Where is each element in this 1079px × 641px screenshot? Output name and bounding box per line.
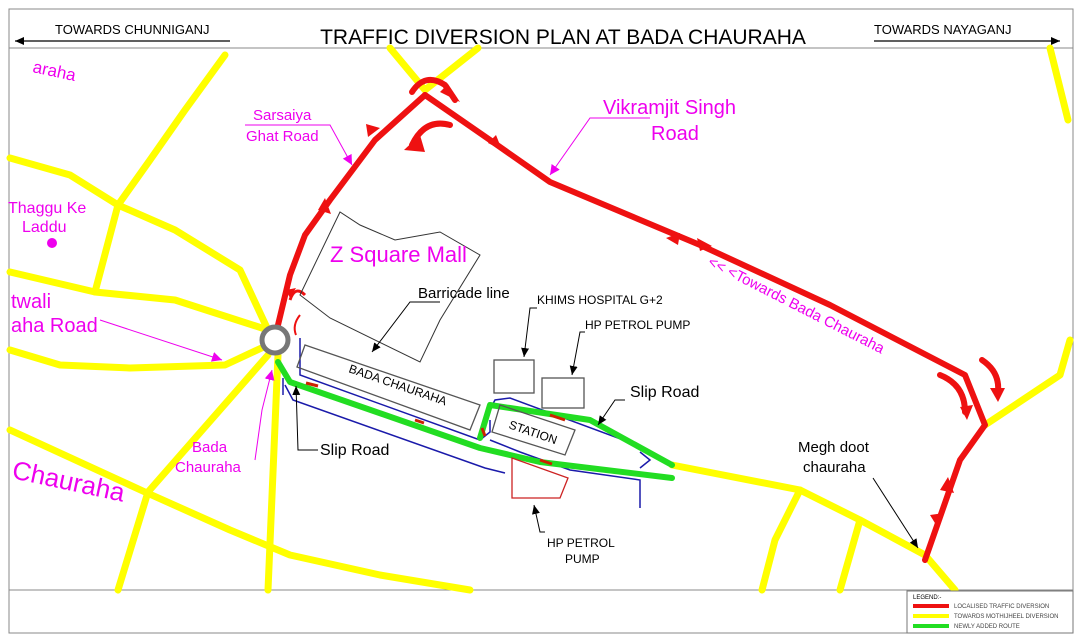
yellow-road-e-branch2 bbox=[836, 516, 864, 594]
direction-left-label: TOWARDS CHUNNIGANJ bbox=[55, 22, 210, 37]
red-arrow bbox=[488, 135, 502, 150]
red-arrow-mall-2 bbox=[293, 314, 301, 336]
slip-road-left-leader bbox=[292, 385, 318, 451]
leader-lines bbox=[99, 117, 919, 549]
thaggu-ke-laddu-label: Thaggu Ke bbox=[8, 200, 86, 217]
green-route-red-markers bbox=[305, 381, 566, 466]
sarsaiya-road-label-2: Ghat Road bbox=[246, 128, 319, 145]
vikramjit-road-label-2: Road bbox=[651, 123, 699, 145]
header: TOWARDS CHUNNIGANJ TRAFFIC DIVERSION PLA… bbox=[15, 22, 1060, 49]
red-arrow bbox=[940, 477, 954, 493]
yellow-road-w-lower bbox=[6, 341, 272, 372]
legend-title: LEGEND:- bbox=[913, 595, 941, 601]
direction-right-label: TOWARDS NAYAGANJ bbox=[874, 22, 1011, 37]
red-arrow bbox=[440, 84, 460, 102]
red-route-sarsaiya bbox=[275, 92, 428, 328]
station-block bbox=[491, 404, 576, 456]
yellow-road-bada-south bbox=[114, 351, 272, 594]
green-new-route bbox=[275, 359, 675, 481]
yellow-diversion-roads bbox=[6, 44, 1074, 594]
hp-petrol-pump-top-block bbox=[541, 377, 585, 409]
slip-road-left-label: Slip Road bbox=[320, 442, 389, 459]
thaggu-ke-laddu-label-2: Laddu bbox=[22, 219, 67, 236]
red-localised-diversion bbox=[275, 76, 1002, 563]
yellow-road-nw bbox=[91, 51, 229, 296]
yellow-road-sw bbox=[6, 426, 474, 594]
hp-petrol-pump-bottom-label: HP PETROL bbox=[547, 536, 615, 550]
red-arrow bbox=[404, 135, 425, 152]
vikramjit-leader bbox=[549, 117, 650, 176]
red-arrow bbox=[930, 513, 944, 528]
khims-hospital-block bbox=[493, 359, 535, 394]
slip-road-right-label: Slip Road bbox=[630, 384, 699, 401]
red-arrow bbox=[960, 405, 973, 420]
page-title: TRAFFIC DIVERSION PLAN AT BADA CHAURAHA bbox=[320, 26, 806, 49]
legend-swatch-green bbox=[913, 624, 949, 628]
red-arrow bbox=[990, 388, 1005, 402]
red-arrow bbox=[366, 124, 380, 137]
barricade-leader bbox=[371, 301, 440, 353]
yellow-road-ne bbox=[1046, 44, 1072, 124]
sarsaiya-road-label: Sarsaiya bbox=[253, 107, 312, 124]
megh-doot-leader bbox=[872, 477, 919, 549]
map-body bbox=[6, 44, 1074, 594]
map-border bbox=[8, 8, 1074, 634]
bada-chauraha-leader bbox=[254, 369, 275, 461]
red-turn-top bbox=[409, 76, 458, 103]
kotwali-road-label-2: aha Road bbox=[11, 315, 98, 337]
red-arrow-mall-head bbox=[286, 288, 296, 298]
bada-chauraha-label: Bada bbox=[192, 439, 228, 456]
bada-chauraha-roundabout bbox=[259, 324, 291, 356]
blue-slip-road-boundaries bbox=[282, 338, 652, 508]
red-arrow-mall bbox=[288, 289, 307, 301]
vikramjit-road-label: Vikramjit Singh bbox=[603, 97, 736, 119]
red-arrow bbox=[697, 238, 712, 251]
slip-road-right-leader bbox=[597, 399, 625, 426]
barricade-line-label: Barricade line bbox=[418, 285, 510, 302]
sarsaiya-leader bbox=[245, 124, 353, 166]
yellow-road-e-branch1 bbox=[758, 486, 804, 594]
hp-petrol-pump-top-label: HP PETROL PUMP bbox=[585, 318, 690, 332]
red-arrow bbox=[666, 233, 680, 245]
yellow-road-w-upper bbox=[6, 154, 272, 334]
legend-label-green: NEWLY ADDED ROUTE bbox=[954, 624, 1020, 630]
yellow-road-bada-down bbox=[264, 351, 282, 594]
kotwali-road-label: twali bbox=[11, 291, 51, 313]
building-blocks bbox=[296, 344, 585, 499]
legend-label-red: LOCALISED TRAFFIC DIVERSION bbox=[954, 604, 1049, 610]
red-route-vikramjit bbox=[422, 92, 988, 563]
megh-doot-label: Megh doot bbox=[798, 439, 870, 456]
khims-leader bbox=[521, 307, 537, 358]
z-square-mall-label: Z Square Mall bbox=[330, 242, 467, 267]
legend-swatch-red bbox=[913, 604, 949, 608]
kotwali-leader bbox=[99, 319, 223, 362]
hp-petrol-top-leader bbox=[569, 331, 585, 376]
legend: LEGEND:- LOCALISED TRAFFIC DIVERSION TOW… bbox=[906, 590, 1074, 634]
hp-petrol-pump-bottom-block bbox=[511, 457, 569, 499]
legend-label-yellow: TOWARDS MOTHIJHEEL DIVERSION bbox=[954, 614, 1058, 620]
red-direction-arrows bbox=[318, 84, 1005, 528]
z-square-mall-outline bbox=[299, 211, 481, 363]
yellow-road-top-v bbox=[386, 44, 482, 94]
yellow-road-w-mid bbox=[6, 268, 272, 334]
khims-hospital-label: KHIMS HOSPITAL G+2 bbox=[537, 293, 663, 307]
hp-petrol-pump-bottom-label-2: PUMP bbox=[565, 552, 600, 566]
bada-chauraha-label-2: Chauraha bbox=[175, 459, 242, 476]
thaggu-ke-laddu-marker bbox=[47, 238, 57, 248]
yellow-road-east bbox=[981, 336, 1074, 429]
hp-petrol-bottom-leader bbox=[532, 504, 545, 533]
megh-doot-label-2: chauraha bbox=[803, 459, 866, 476]
legend-swatch-yellow bbox=[913, 614, 949, 618]
bada-chauraha-block bbox=[296, 344, 481, 431]
red-arrow bbox=[318, 198, 331, 214]
